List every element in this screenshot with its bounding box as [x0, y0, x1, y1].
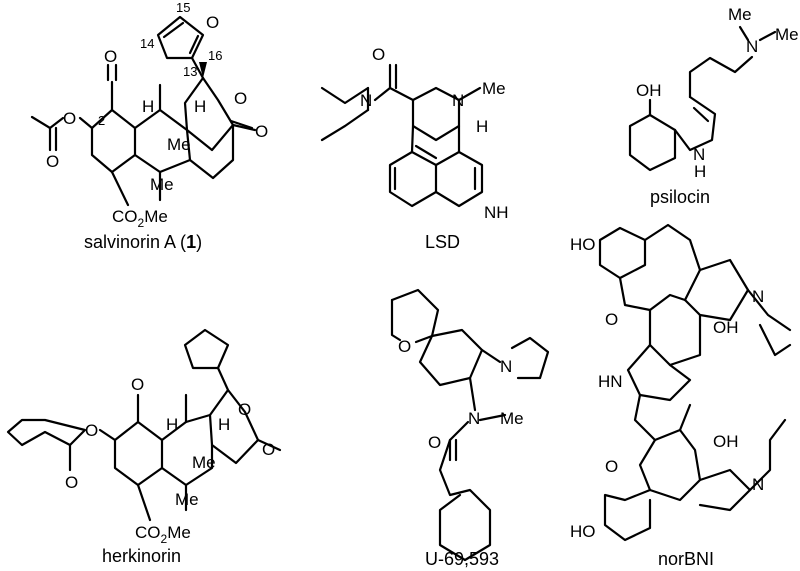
norbni-ho-bottom: HO [570, 522, 596, 541]
norbni-o-top: O [605, 310, 618, 329]
herkinorin-ketone-o: O [131, 375, 144, 394]
psilocin-oh: OH [636, 81, 662, 100]
salvinorin-n13: 13 [183, 64, 197, 79]
salvinorin-a-structure: O 15 14 13 16 2 O O O O O H H Me Me CO2M… [30, 0, 268, 252]
herkinorin-lactone-o1: O [238, 400, 251, 419]
psilocin-label: psilocin [650, 187, 710, 207]
herkinorin-benzoate-o2: O [65, 473, 78, 492]
u69593-label: U-69,593 [425, 549, 499, 569]
norbni-n-bottom: N [752, 475, 764, 494]
herkinorin-benzoate-o1: O [85, 421, 98, 440]
salvinorin-a-label: salvinorin A (1) [84, 232, 202, 252]
herkinorin-me2: Me [175, 490, 199, 509]
herkinorin-co2me: CO2Me [135, 523, 191, 546]
lsd-label: LSD [425, 232, 460, 252]
salvinorin-h1: H [142, 97, 154, 116]
norbni-oh-top: OH [713, 318, 739, 337]
lsd-n-ring: N [452, 91, 464, 110]
salvinorin-acetate-o2: O [46, 152, 59, 171]
norbni-structure: HO O OH N HN O OH N HO norBNI [570, 223, 792, 569]
salvinorin-n15: 15 [176, 0, 190, 15]
norbni-o-bottom: O [605, 457, 618, 476]
herkinorin-label: herkinorin [102, 546, 181, 566]
herkinorin-h1: H [166, 415, 178, 434]
norbni-hn: HN [598, 372, 623, 391]
herkinorin-structure: O O O O O H H Me Me CO2Me herkinorin [6, 328, 282, 566]
psilocin-me2: Me [775, 25, 799, 44]
salvinorin-me2: Me [150, 175, 174, 194]
salvinorin-n16: 16 [208, 48, 222, 63]
salvinorin-lactone-o2: O [255, 122, 268, 141]
herkinorin-me1: Me [192, 453, 216, 472]
salvinorin-n14: 14 [140, 36, 154, 51]
lsd-n-amide: N [360, 91, 372, 110]
u69593-o-ring: O [398, 337, 411, 356]
u69593-me: Me [500, 409, 524, 428]
herkinorin-h2: H [218, 415, 230, 434]
psilocin-me1: Me [728, 5, 752, 24]
u69593-n-pyrrolidine: N [500, 357, 512, 376]
psilocin-structure: Me Me N OH N H psilocin [628, 5, 799, 207]
norbni-n-top: N [752, 287, 764, 306]
lsd-h: H [476, 117, 488, 136]
lsd-me: Me [482, 79, 506, 98]
salvinorin-ketone-o: O [104, 47, 117, 66]
herkinorin-lactone-o2: O [262, 440, 275, 459]
u69593-o-amide: O [428, 433, 441, 452]
salvinorin-furan-o: O [206, 13, 219, 32]
salvinorin-n2: 2 [98, 113, 105, 128]
salvinorin-lactone-o1: O [234, 89, 247, 108]
salvinorin-me1: Me [167, 135, 191, 154]
psilocin-n: N [746, 37, 758, 56]
salvinorin-acetate-o1: O [63, 109, 76, 128]
lsd-structure: O N N Me H NH LSD [320, 45, 509, 252]
lsd-o: O [372, 45, 385, 64]
u69593-structure: O N N Me O U-69,593 [390, 288, 550, 569]
norbni-ho-top: HO [570, 235, 596, 254]
u69593-n-amide: N [468, 409, 480, 428]
lsd-nh: NH [484, 203, 509, 222]
norbni-label: norBNI [658, 549, 714, 569]
salvinorin-co2me: CO2Me [112, 207, 168, 230]
salvinorin-h2: H [194, 97, 206, 116]
psilocin-n-ring: N [693, 145, 705, 164]
norbni-oh-bottom: OH [713, 432, 739, 451]
psilocin-h: H [694, 162, 706, 181]
